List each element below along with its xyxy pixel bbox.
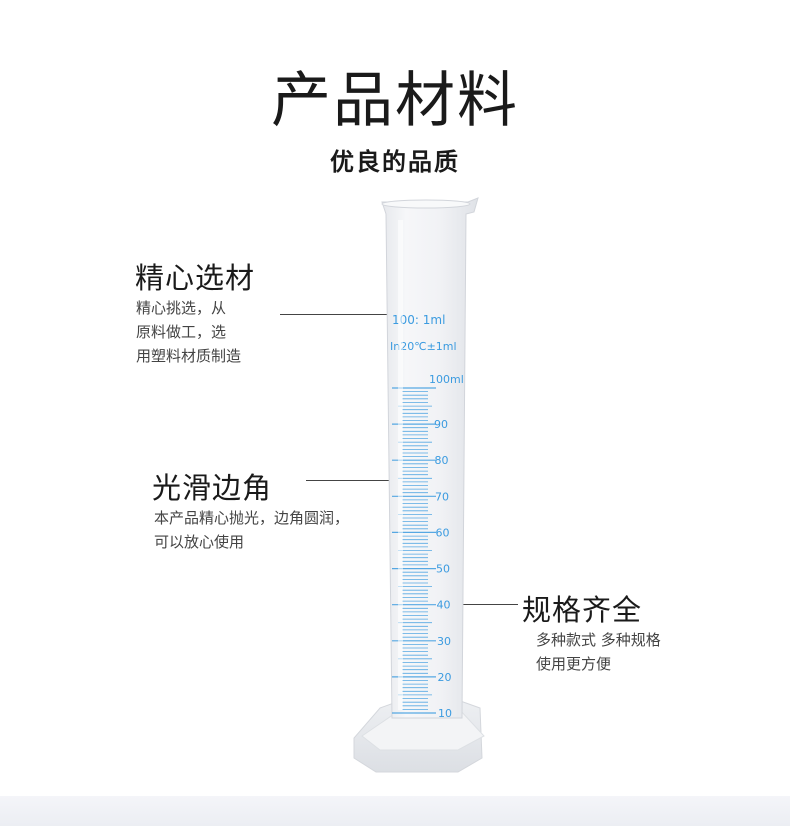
scale-label: 40 xyxy=(437,599,451,612)
page-subtitle: 优良的品质 xyxy=(330,148,460,176)
bottom-band xyxy=(0,796,790,826)
scale-label: 70 xyxy=(435,490,449,503)
cylinder-label-temp: In20℃±1ml xyxy=(390,340,457,353)
feature-desc-line: 使用更方便 xyxy=(536,655,612,673)
scale-label: 10 xyxy=(438,707,452,720)
feature-desc-line: 原料做工，选 xyxy=(136,323,227,341)
feature-title-smooth-edges: 光滑边角 xyxy=(152,471,273,505)
feature-desc-sizes: 多种款式 多种规格 使用更方便 xyxy=(536,628,661,676)
feature-desc-line: 可以放心使用 xyxy=(154,533,245,551)
scale-label: 20 xyxy=(438,671,452,684)
leader-line-smooth-edges xyxy=(306,480,416,481)
scale-label: 60 xyxy=(436,526,450,539)
feature-desc-smooth-edges: 本产品精心抛光，边角圆润， 可以放心使用 xyxy=(154,506,349,554)
tube-highlight xyxy=(398,220,403,710)
cylinder-label-capacity: 100: 1ml xyxy=(392,313,445,327)
scale-label: 90 xyxy=(434,418,448,431)
scale-label: 80 xyxy=(435,454,449,467)
feature-desc-line: 多种款式 多种规格 xyxy=(536,631,661,649)
scale-ticks xyxy=(392,387,436,714)
page-title: 产品材料 xyxy=(271,66,519,136)
cylinder-rim xyxy=(381,199,471,209)
feature-desc-line: 本产品精心抛光，边角圆润， xyxy=(154,509,350,527)
feature-title-material: 精心选材 xyxy=(135,261,256,295)
scale-label: 50 xyxy=(436,563,450,576)
feature-title-sizes: 规格齐全 xyxy=(522,593,643,627)
scale-labels: 90 80 70 60 50 40 30 20 10 xyxy=(434,418,452,720)
feature-desc-line: 精心挑选，从 xyxy=(136,299,227,317)
scale-label: 30 xyxy=(437,635,451,648)
leader-line-sizes xyxy=(444,604,518,605)
scale-max-label: 100ml xyxy=(429,373,464,386)
leader-line-material xyxy=(280,314,420,315)
graduated-cylinder-image: 100: 1ml In20℃±1ml 100ml 90 80 70 60 50 40 30 2… xyxy=(353,197,485,773)
cylinder-tube xyxy=(381,197,479,719)
feature-desc-material: 精心挑选，从 原料做工，选 用塑料材质制造 xyxy=(136,296,241,368)
feature-desc-line: 用塑料材质制造 xyxy=(136,347,242,365)
